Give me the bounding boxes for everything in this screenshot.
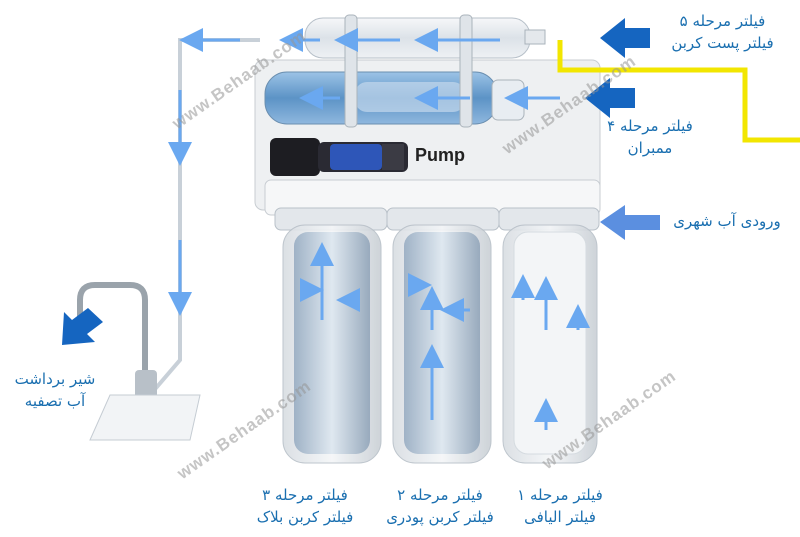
- flow-arrows-cartridges: [300, 242, 590, 430]
- stage3-housing: [274, 207, 388, 464]
- stage1-line2: فیلتر الیافی: [524, 508, 596, 526]
- stage5-post-carbon-filter: [304, 17, 546, 59]
- clamp: [459, 14, 473, 128]
- stage4-line1: فیلتر مرحله ۴: [607, 117, 693, 135]
- stage2-line1: فیلتر مرحله ۲: [397, 486, 483, 504]
- stage3-line1: فیلتر مرحله ۳: [262, 486, 348, 504]
- faucet-outflow-arrow: [62, 308, 103, 345]
- flow-arrows-top: [279, 28, 560, 110]
- stage1-label: فیلتر مرحله ۱ فیلتر الیافی: [505, 484, 615, 528]
- city-water-inlet-arrow: [600, 205, 660, 240]
- stage1-line1: فیلتر مرحله ۱: [517, 486, 603, 504]
- inflow-arrow-stage5: [600, 18, 650, 58]
- faucet-label: شیر برداشت آب تصفیه: [5, 368, 105, 412]
- stage3-line2: فیلتر کربن بلاک: [256, 508, 354, 526]
- stage2-housing: [386, 207, 500, 464]
- city-water-label: ورودی آب شهری: [673, 212, 781, 230]
- stage5-line1: فیلتر مرحله ۵: [679, 12, 766, 30]
- arrow-stage4: [585, 78, 635, 118]
- product-tube: [148, 28, 260, 397]
- stage2-line2: فیلتر کربن پودری: [386, 508, 494, 526]
- drain-line: [557, 40, 800, 143]
- stage4-line2: ممبران: [627, 139, 673, 157]
- pump: [270, 138, 408, 176]
- pump-label: Pump: [415, 145, 466, 165]
- clamp: [344, 14, 358, 128]
- stage5-label: فیلتر مرحله ۵ فیلتر پست کربن: [655, 10, 790, 54]
- stage4-label: فیلتر مرحله ۴ ممبران: [595, 115, 705, 159]
- stage3-label: فیلتر مرحله ۳ فیلتر کربن بلاک: [245, 484, 365, 528]
- faucet-line1: شیر برداشت: [14, 370, 96, 388]
- faucet: [77, 282, 201, 441]
- stage4-membrane-filter: [264, 71, 525, 125]
- faucet-line2: آب تصفیه: [24, 392, 86, 410]
- stage5-line2: فیلتر پست کربن: [671, 34, 774, 52]
- stage2-label: فیلتر مرحله ۲ فیلتر کربن پودری: [375, 484, 505, 528]
